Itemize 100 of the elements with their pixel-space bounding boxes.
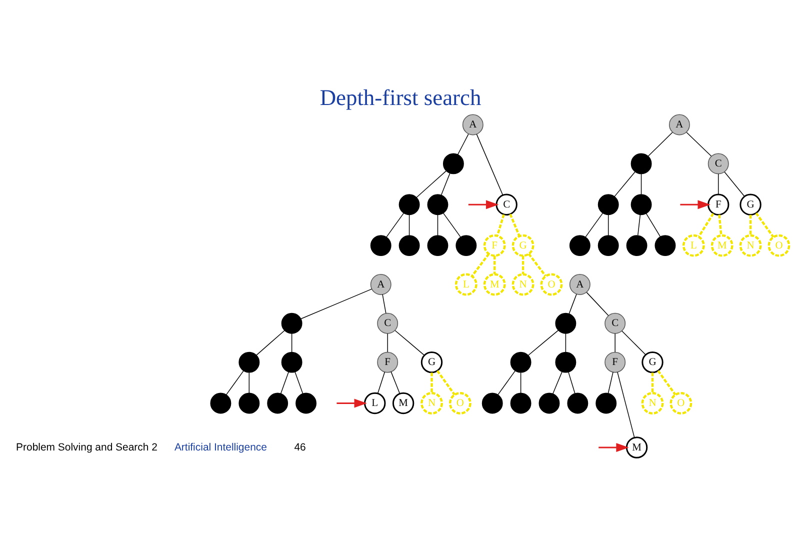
node-circle: N	[512, 272, 534, 296]
label: 46	[294, 442, 306, 453]
connector	[622, 330, 646, 355]
node-circle: M	[483, 272, 506, 296]
connector	[442, 212, 461, 237]
node-circle: G	[512, 234, 534, 256]
connector	[617, 371, 635, 438]
arrow	[468, 200, 499, 209]
connector	[608, 214, 609, 236]
node-circle: C	[377, 312, 398, 334]
node-circle: L	[454, 272, 478, 296]
node-circle: O	[768, 234, 790, 256]
connector	[436, 370, 456, 395]
diagram-title: Depth-first search	[320, 84, 482, 110]
connector	[440, 172, 450, 195]
node-circle	[281, 351, 302, 372]
connector	[614, 332, 616, 352]
connector	[522, 255, 524, 274]
connector	[300, 288, 372, 319]
node-circle	[238, 392, 260, 414]
connector	[718, 173, 719, 194]
node-circle	[538, 392, 560, 414]
connector	[408, 214, 410, 236]
node-circle	[482, 392, 503, 414]
node-circle: C	[496, 193, 518, 215]
node-circle: L	[364, 392, 386, 414]
connector	[528, 252, 546, 276]
node-circle: A	[462, 114, 484, 135]
connector	[457, 133, 469, 154]
connector	[749, 214, 752, 235]
node-circle	[281, 312, 302, 334]
node-circle	[555, 312, 576, 334]
connector	[568, 293, 577, 314]
node-circle	[654, 234, 676, 256]
connector	[586, 292, 609, 316]
node-circle	[398, 234, 420, 256]
label: Artificial Intelligence	[174, 442, 267, 453]
connector	[509, 213, 520, 236]
node-circle: C	[604, 312, 626, 334]
connector	[382, 294, 386, 314]
node-circle: A	[668, 114, 690, 135]
node-circle: O	[540, 272, 563, 296]
node-circle: A	[370, 274, 392, 294]
connector	[387, 332, 388, 352]
connector	[294, 371, 304, 394]
node-circle	[555, 351, 576, 372]
connector	[640, 173, 642, 194]
node-circle: N	[420, 392, 443, 414]
node-circle	[442, 152, 464, 174]
node-circle	[596, 392, 617, 414]
node-circle: F	[377, 351, 398, 372]
node-circle	[567, 392, 588, 414]
node-circle	[510, 392, 532, 414]
node-circle	[210, 392, 232, 414]
connector	[493, 255, 496, 274]
connector	[226, 370, 244, 395]
node-circle	[370, 234, 392, 256]
connector	[614, 171, 636, 196]
node-circle	[626, 234, 648, 256]
connector	[755, 212, 774, 238]
node-circle: O	[448, 392, 472, 414]
arrow	[336, 398, 367, 408]
node-circle	[427, 234, 448, 256]
connector	[528, 329, 559, 356]
connector	[496, 214, 505, 236]
node-circle: G	[740, 193, 762, 215]
node-circle: M	[626, 436, 648, 458]
connector	[657, 370, 676, 395]
connector	[638, 214, 641, 236]
node-circle	[267, 392, 288, 414]
node-circle	[510, 351, 532, 372]
node-circle: F	[604, 351, 626, 372]
connector	[248, 372, 250, 393]
connector	[476, 133, 504, 196]
connector	[471, 252, 490, 276]
node-circle: G	[420, 350, 443, 373]
node-circle: L	[682, 234, 705, 256]
connector	[585, 212, 604, 237]
node-circle	[456, 234, 477, 256]
connector	[520, 372, 522, 393]
node-circle: N	[739, 234, 762, 256]
connector	[648, 132, 673, 156]
connector	[280, 371, 289, 394]
connector	[686, 132, 712, 156]
node-circle	[427, 194, 448, 215]
node-circle: G	[642, 350, 664, 373]
connector	[552, 370, 562, 394]
node-circle: A	[569, 274, 590, 294]
connector	[416, 170, 447, 198]
connector	[565, 332, 566, 352]
node-circle: O	[670, 392, 692, 414]
connector	[256, 330, 285, 355]
connector	[718, 214, 722, 235]
arrow	[680, 200, 710, 209]
connector	[437, 214, 438, 236]
node-circle	[630, 194, 652, 215]
connector	[291, 332, 292, 352]
node-circle	[296, 392, 316, 414]
label: Problem Solving and Search 2	[16, 442, 158, 453]
node-circle	[238, 351, 260, 372]
